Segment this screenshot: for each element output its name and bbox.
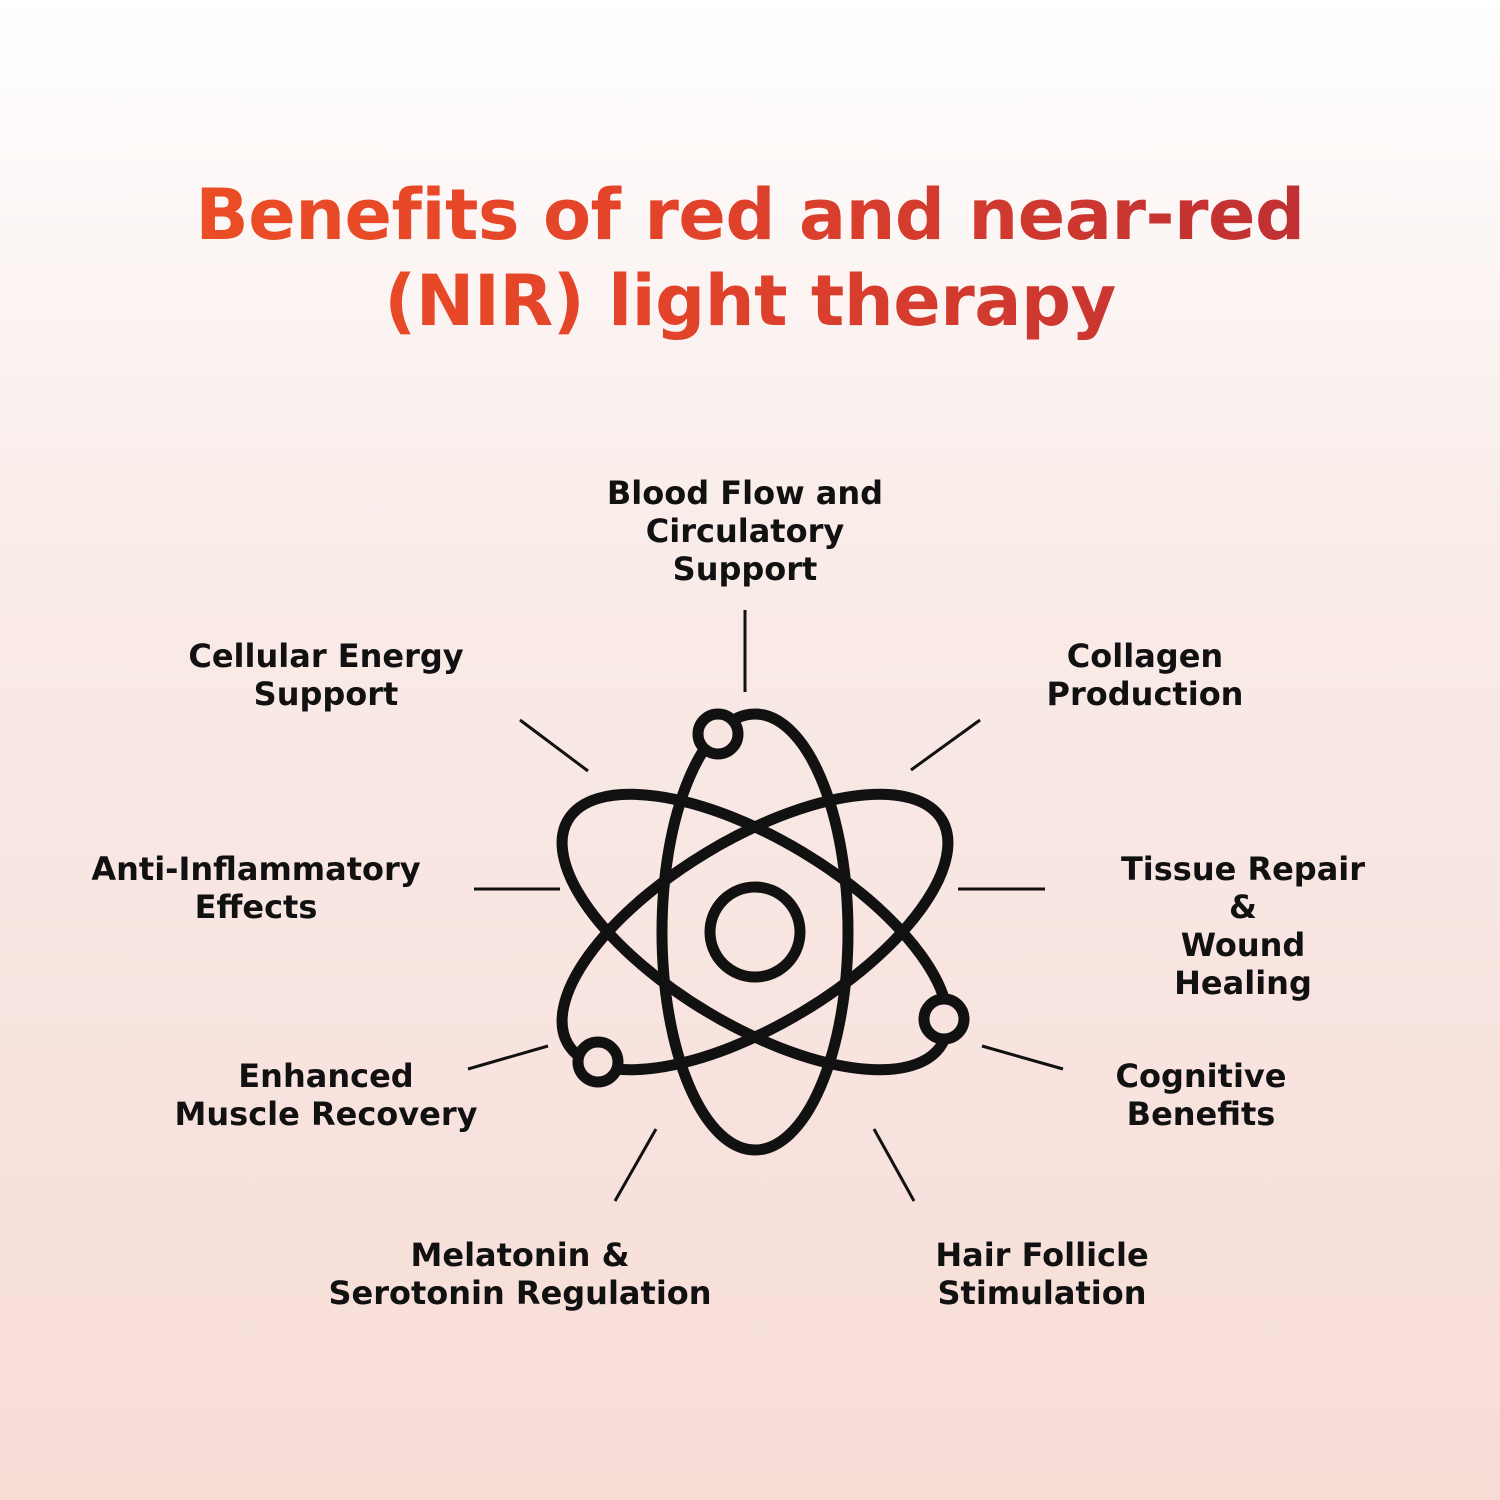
benefit-tissue-repair: Tissue Repair & Wound Healing bbox=[1120, 850, 1366, 1002]
atom-orbit-vertical bbox=[656, 708, 854, 1156]
connector-cellular-energy bbox=[519, 718, 589, 773]
benefit-cellular-energy: Cellular Energy Support bbox=[188, 637, 464, 713]
benefit-cognitive: Cognitive Benefits bbox=[1115, 1057, 1287, 1133]
connector-melatonin bbox=[613, 1128, 658, 1202]
benefit-melatonin: Melatonin & Serotonin Regulation bbox=[328, 1236, 712, 1312]
benefit-muscle-recovery: Enhanced Muscle Recovery bbox=[174, 1057, 478, 1133]
atom-electron-right bbox=[918, 993, 970, 1045]
atom-icon bbox=[556, 708, 970, 1156]
benefit-anti-inflammatory: Anti-Inflammatory Effects bbox=[91, 850, 421, 926]
connector-hair-follicle bbox=[872, 1128, 916, 1202]
atom-electron-left bbox=[572, 1036, 624, 1088]
atom-orbit-diagonal-2 bbox=[556, 788, 954, 1076]
connector-muscle-recovery bbox=[467, 1044, 549, 1071]
connector-collagen bbox=[910, 718, 981, 772]
benefit-blood-flow: Blood Flow and Circulatory Support bbox=[606, 474, 884, 588]
atom-nucleus bbox=[704, 881, 806, 983]
benefit-collagen: Collagen Production bbox=[1046, 637, 1244, 713]
connector-cognitive bbox=[981, 1044, 1064, 1071]
benefit-hair-follicle: Hair Follicle Stimulation bbox=[935, 1236, 1149, 1312]
atom-electron-top bbox=[692, 708, 744, 760]
